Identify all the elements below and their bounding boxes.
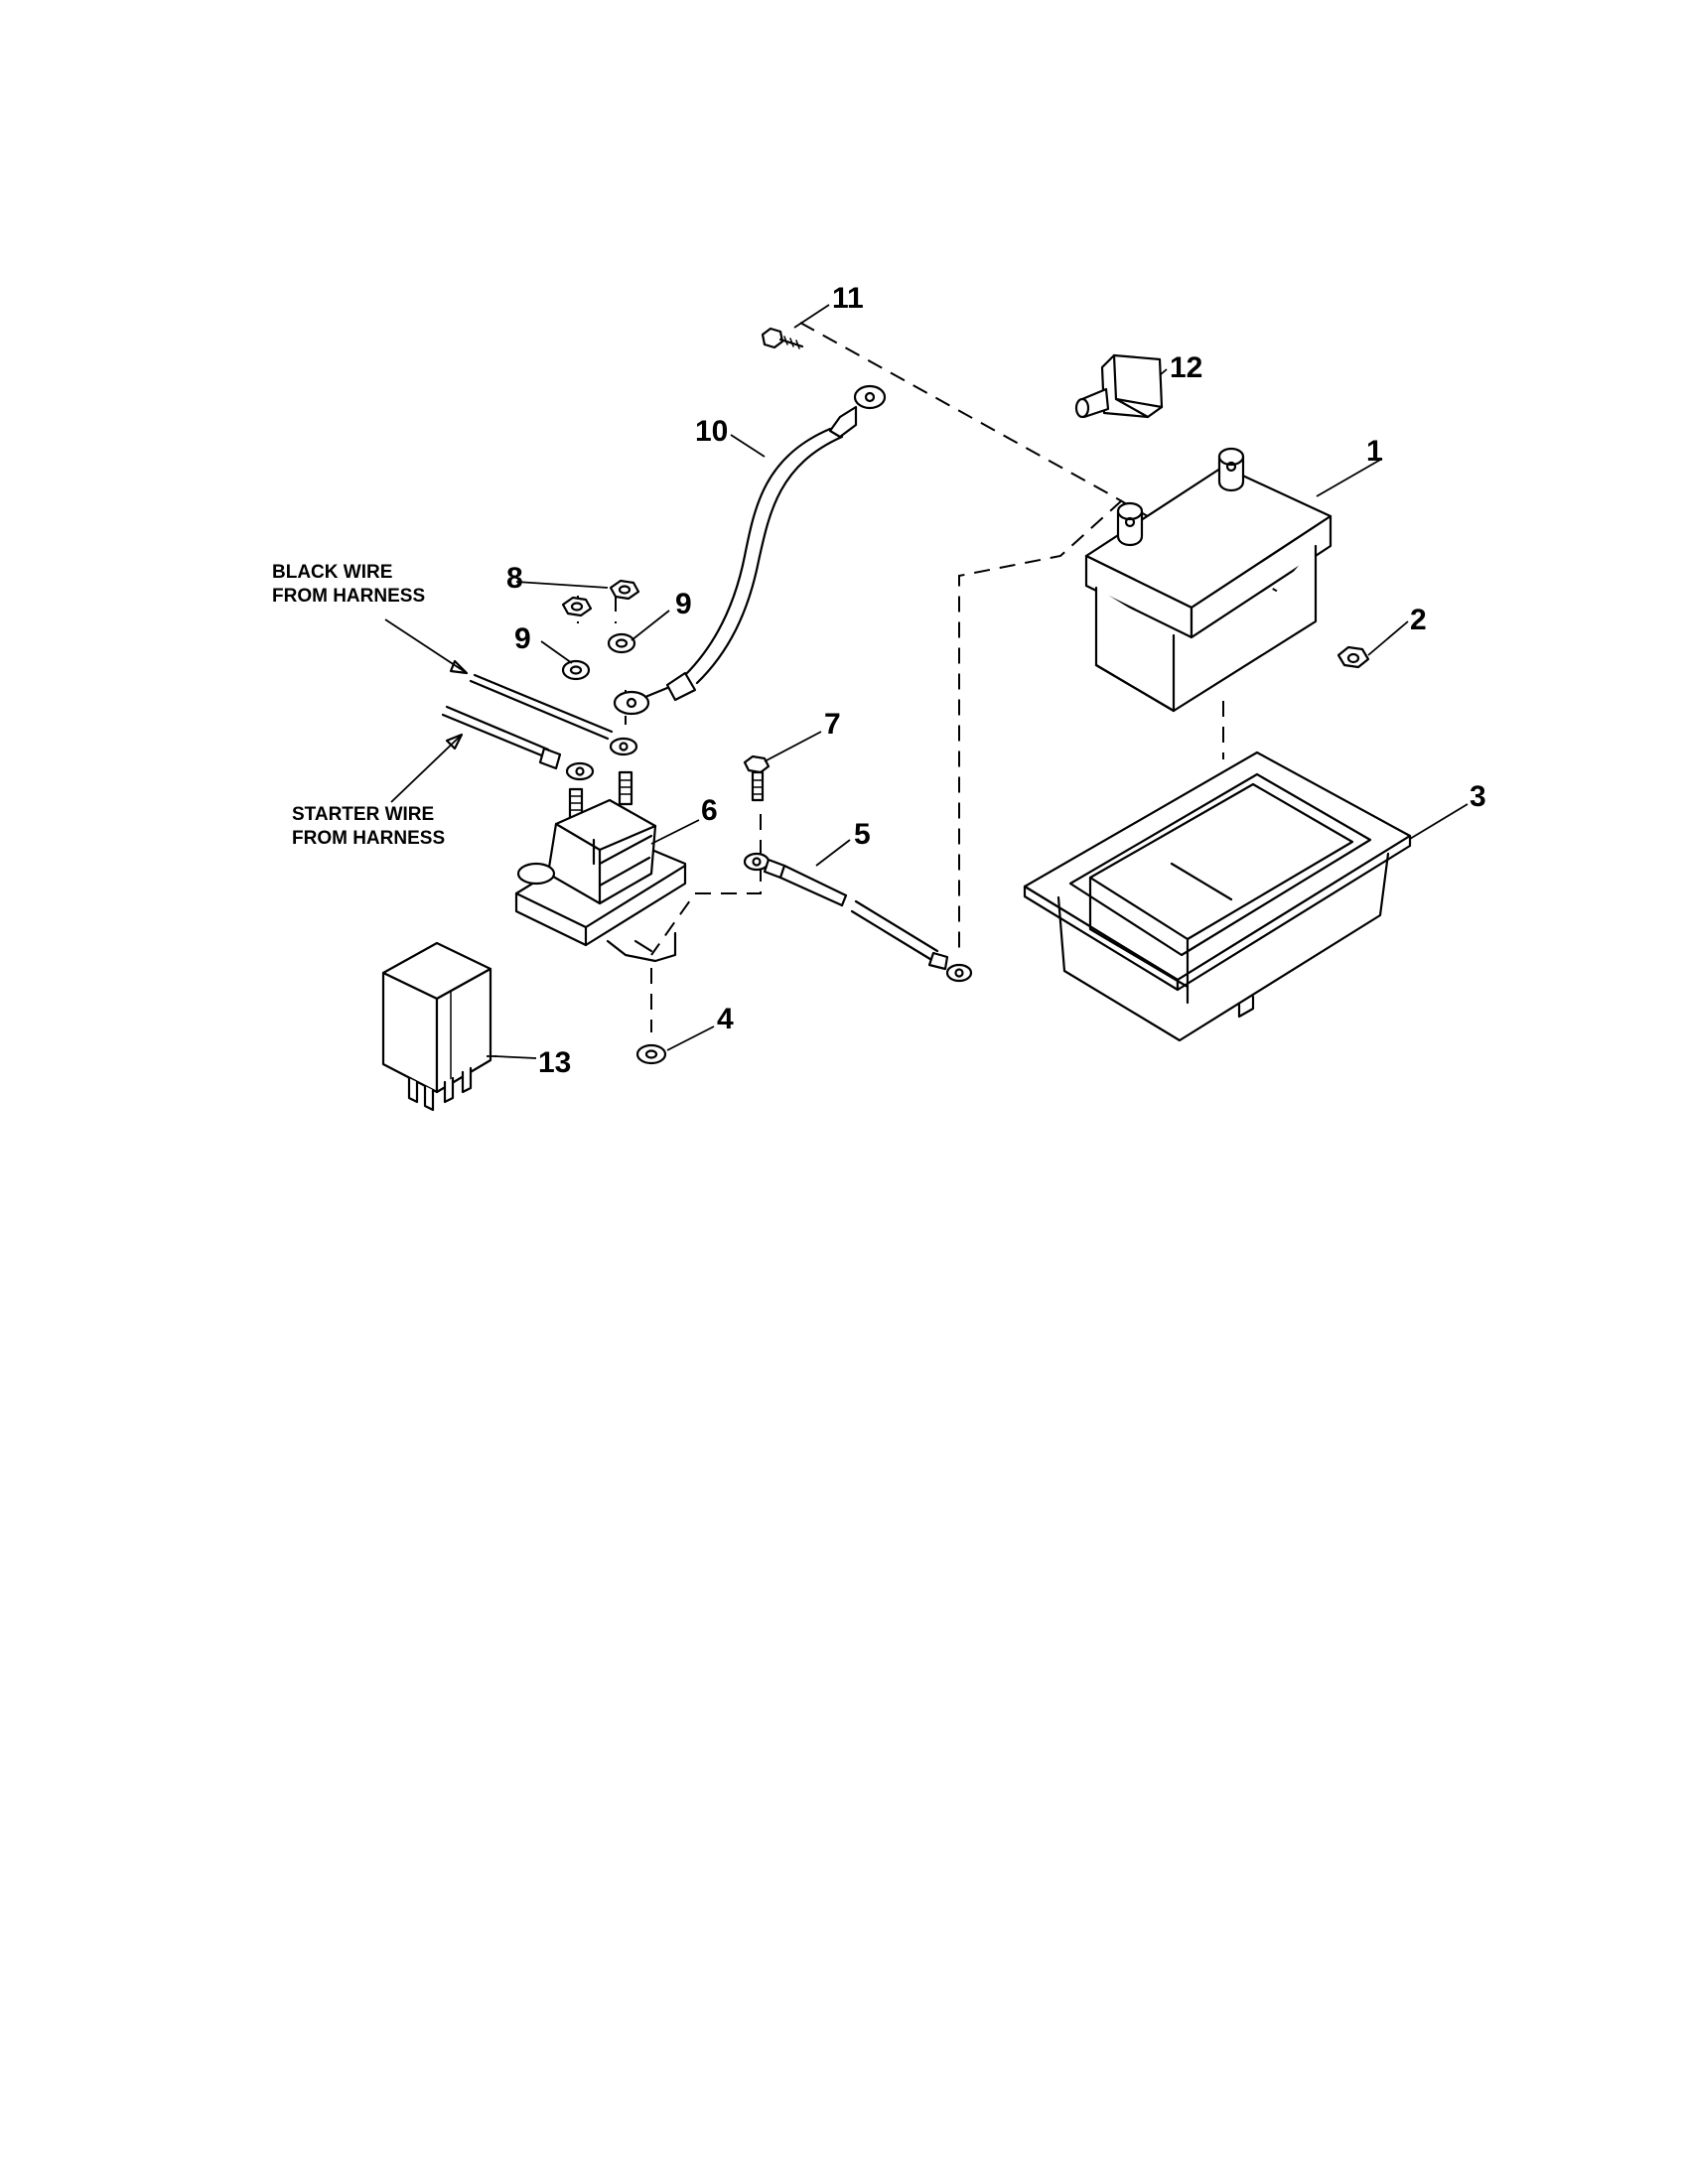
part-nut-8-right (609, 579, 640, 601)
callout-9-left: 9 (514, 622, 531, 655)
part-battery-tray-3 (1023, 751, 1412, 1042)
part-relay-13 (381, 941, 492, 1112)
callout-3: 3 (1470, 780, 1486, 813)
part-nut-2 (1336, 645, 1370, 669)
black-wire-from-harness (469, 673, 638, 756)
part-terminal-cover-12 (1074, 353, 1164, 419)
starter-wire-from-harness (441, 705, 595, 781)
callout-4: 4 (717, 1003, 734, 1035)
part-solenoid-6 (514, 770, 687, 963)
callout-10: 10 (695, 415, 728, 448)
part-cable-10 (613, 384, 887, 716)
callout-2: 2 (1410, 604, 1427, 636)
part-washer-4 (635, 1043, 667, 1065)
part-nut-8-left (561, 596, 593, 617)
callout-13: 13 (538, 1046, 571, 1079)
callout-7: 7 (824, 708, 841, 741)
part-ground-wire-5 (743, 852, 973, 983)
part-bolt-7 (743, 754, 771, 802)
starter-wire-note-line2: FROM HARNESS (292, 828, 445, 849)
starter-wire-note-line1: STARTER WIRE (292, 804, 434, 825)
part-bolt-11 (761, 327, 804, 349)
callout-12: 12 (1170, 351, 1202, 384)
black-wire-note-line2: FROM HARNESS (272, 586, 425, 607)
callout-5: 5 (854, 818, 871, 851)
part-washer-9-right (607, 632, 636, 654)
part-washer-9-left (561, 659, 591, 681)
note-arrows (384, 618, 469, 803)
callout-9-right: 9 (675, 588, 692, 620)
black-wire-note-line1: BLACK WIRE (272, 562, 392, 583)
callout-1: 1 (1366, 435, 1383, 468)
leader-lines (487, 304, 1469, 1059)
part-battery-1 (1084, 447, 1333, 713)
callout-11: 11 (832, 282, 864, 315)
callout-6: 6 (701, 794, 718, 827)
callout-8: 8 (506, 562, 523, 595)
